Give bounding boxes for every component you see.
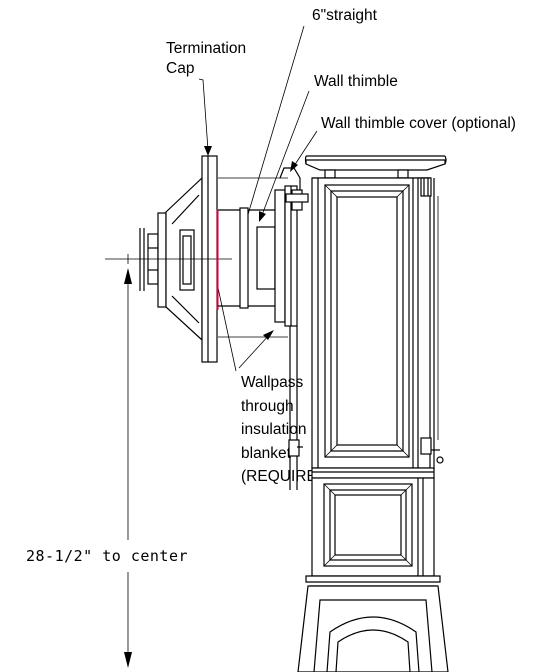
label-wallpass-line2: through <box>241 398 294 415</box>
label-wall-thimble-cover: Wall thimble cover (optional) <box>321 115 516 132</box>
label-wallpass-line4: blanket <box>241 445 292 462</box>
leader-lines <box>198 25 318 372</box>
label-termination-cap-line2: Cap <box>166 60 194 77</box>
wall-thimble-assembly <box>218 167 309 338</box>
label-6in-straight: 6"straight <box>312 7 378 24</box>
label-wallpass-line1: Wallpass <box>241 374 304 391</box>
label-wallpass-line5: (REQUIRED) <box>241 468 333 485</box>
label-wall-thimble: Wall thimble <box>314 73 398 90</box>
label-dimension-to-center: 28-1/2" to center <box>26 547 188 565</box>
label-termination-cap-line1: Termination <box>166 40 246 57</box>
rear-pipe <box>288 326 303 490</box>
height-dimension <box>124 268 132 668</box>
stove <box>297 155 449 672</box>
